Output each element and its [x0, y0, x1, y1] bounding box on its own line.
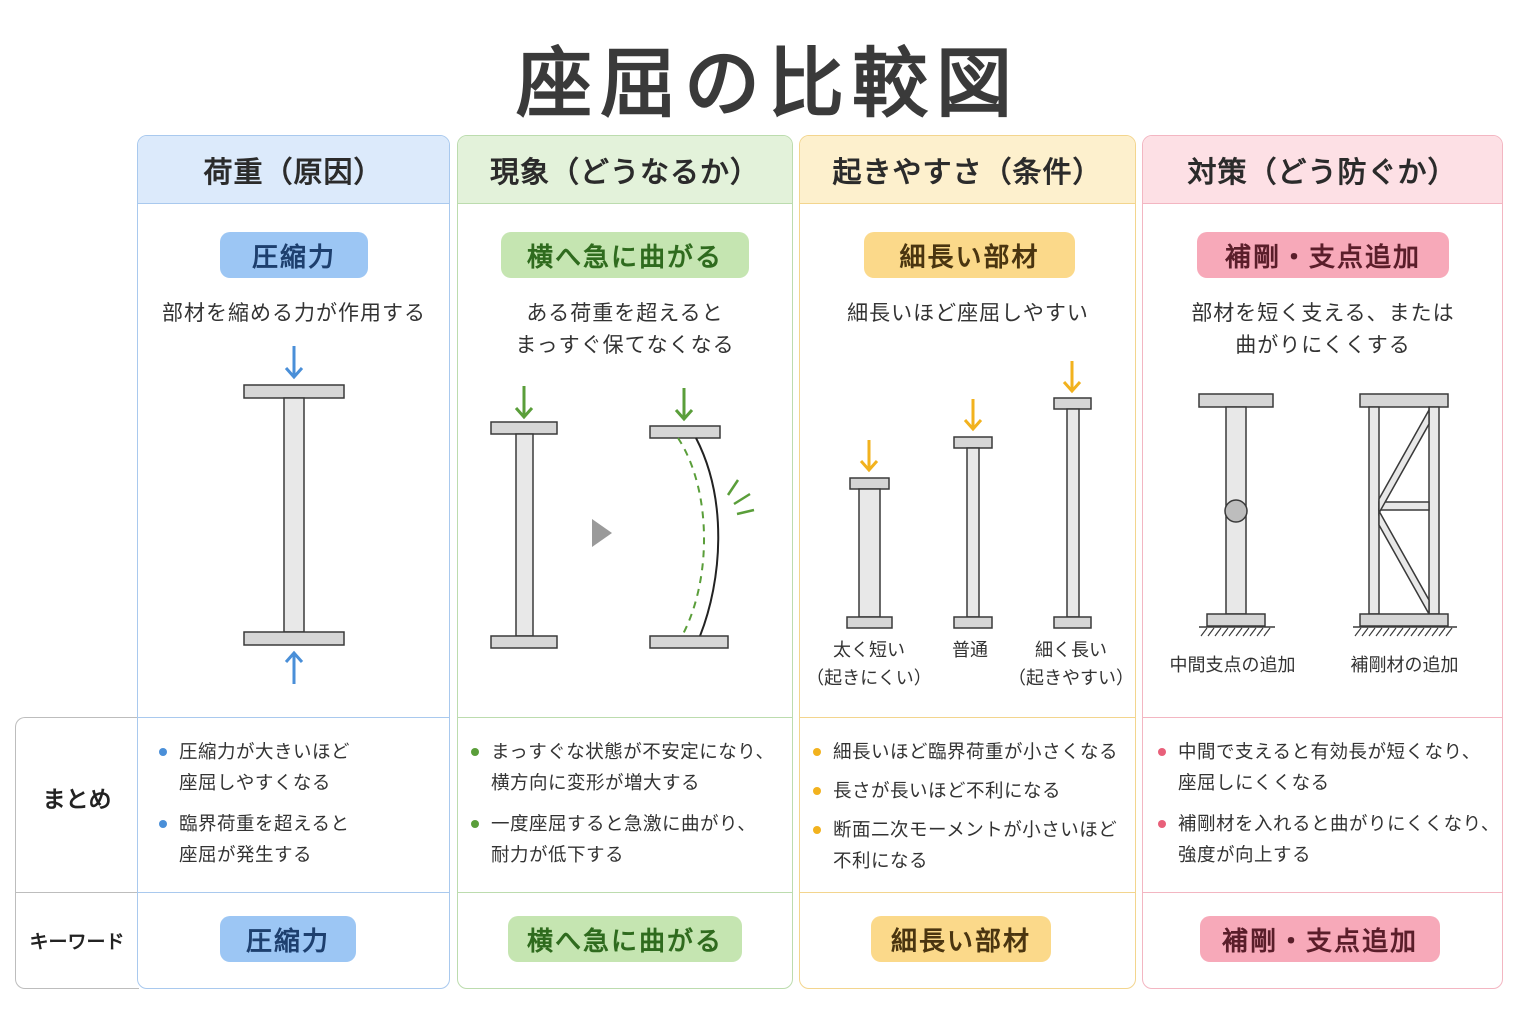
description-load: 部材を縮める力が作用する	[162, 301, 426, 325]
original-shape	[677, 437, 705, 637]
row-divider-left	[15, 892, 139, 893]
arrow-right-icon	[592, 519, 612, 547]
down-arrow-icon	[284, 346, 304, 380]
bullet-dot-icon	[813, 787, 821, 795]
countermeasure-diagram	[1198, 393, 1457, 637]
up-arrow-icon	[284, 650, 304, 684]
summary-list-load: 圧縮力が大きいほど 座屈しやすくなる 臨界荷重を超えると 座屈が発生する	[157, 737, 442, 881]
bottom-plate	[243, 631, 345, 646]
column-header-conditions: 起きやすさ（条件）	[800, 136, 1135, 204]
slenderness-diagram	[846, 361, 1092, 629]
summary-list-phenomenon: まっすぐな状態が不安定になり、 横方向に変形が増大する 一度座屈すると急激に曲が…	[469, 737, 789, 881]
list-item: 中間で支えると有効長が短くなり、 座屈しにくくなる	[1156, 737, 1501, 799]
list-item: 一度座屈すると急激に曲がり、 耐力が低下する	[469, 809, 789, 871]
ground-hatch-icon	[1354, 627, 1453, 637]
description-countermeasures: 部材を短く支える、または 曲がりにくくする	[1191, 301, 1455, 357]
down-arrow-icon	[859, 440, 879, 473]
divider	[1143, 717, 1502, 718]
divider	[1143, 892, 1502, 893]
divider	[800, 892, 1135, 893]
compression-diagram	[243, 346, 345, 684]
keyword-badge-load: 圧縮力	[220, 916, 356, 962]
list-item: 臨界荷重を超えると 座屈が発生する	[157, 809, 442, 871]
top-plate	[243, 384, 345, 399]
bullet-dot-icon	[813, 826, 821, 834]
divider	[800, 717, 1135, 718]
description-conditions: 細長いほど座屈しやすい	[847, 301, 1089, 325]
column-member	[283, 397, 305, 633]
bullet-dot-icon	[471, 748, 479, 756]
list-item: 細長いほど臨界荷重が小さくなる	[811, 737, 1133, 768]
keyword-badge-conditions: 細長い部材	[871, 916, 1051, 962]
caption-slender: 細く長い （起きやすい）	[1008, 640, 1134, 689]
summary-list-conditions: 細長いほど臨界荷重が小さくなる 長さが長いほど不利になる 断面二次モーメントが小…	[811, 737, 1133, 887]
keyword-pill-load: 圧縮力	[220, 232, 368, 278]
down-arrow-icon	[674, 388, 694, 422]
description-phenomenon: ある荷重を超えると まっすぐ保てなくなる	[515, 301, 735, 357]
summary-row-label: まとめ	[42, 787, 112, 813]
summary-list-countermeasures: 中間で支えると有効長が短くなり、 座屈しにくくなる 補剛材を入れると曲がりにくく…	[1156, 737, 1501, 881]
keyword-pill-countermeasures: 補剛・支点追加	[1197, 232, 1449, 278]
bullet-dot-icon	[1158, 748, 1166, 756]
caption-normal: 普通	[952, 640, 988, 661]
divider	[138, 717, 449, 718]
list-item: 断面二次モーメントが小さいほど 不利になる	[811, 815, 1133, 877]
caption-short-thick: 太く短い （起きにくい）	[806, 640, 932, 689]
keyword-pill-phenomenon: 横へ急に曲がる	[501, 232, 749, 278]
list-item: 補剛材を入れると曲がりにくくなり、 強度が向上する	[1156, 809, 1501, 871]
buckling-diagram	[490, 386, 755, 649]
down-arrow-icon	[963, 399, 983, 432]
motion-lines-icon	[726, 479, 755, 516]
column-header-load: 荷重（原因）	[138, 136, 449, 204]
list-item: 長さが長いほど不利になる	[811, 776, 1133, 807]
ground-hatch-icon	[1200, 627, 1271, 637]
column-header-countermeasures: 対策（どう防ぐか）	[1143, 136, 1502, 204]
bullet-dot-icon	[159, 820, 167, 828]
divider	[458, 892, 792, 893]
list-item: 圧縮力が大きいほど 座屈しやすくなる	[157, 737, 442, 799]
bullet-dot-icon	[813, 748, 821, 756]
down-arrow-icon	[1062, 361, 1082, 394]
support-point-icon	[1224, 499, 1248, 523]
keyword-badge-countermeasures: 補剛・支点追加	[1200, 916, 1440, 962]
list-item: まっすぐな状態が不安定になり、 横方向に変形が増大する	[469, 737, 789, 799]
row-label-box	[15, 717, 139, 989]
keyword-pill-conditions: 細長い部材	[864, 232, 1075, 278]
caption-bracing: 補剛材の追加	[1350, 655, 1459, 676]
keyword-row-label: キーワード	[29, 931, 125, 953]
bullet-dot-icon	[471, 820, 479, 828]
column-header-phenomenon: 現象（どうなるか）	[458, 136, 792, 204]
keyword-badge-phenomenon: 横へ急に曲がる	[508, 916, 742, 962]
caption-intermediate-support: 中間支点の追加	[1169, 655, 1296, 676]
page-title: 座屈の比較図	[516, 39, 1020, 128]
divider	[458, 717, 792, 718]
down-arrow-icon	[514, 386, 534, 420]
bullet-dot-icon	[1158, 820, 1166, 828]
divider	[138, 892, 449, 893]
bullet-dot-icon	[159, 748, 167, 756]
buckled-shape	[695, 437, 720, 637]
